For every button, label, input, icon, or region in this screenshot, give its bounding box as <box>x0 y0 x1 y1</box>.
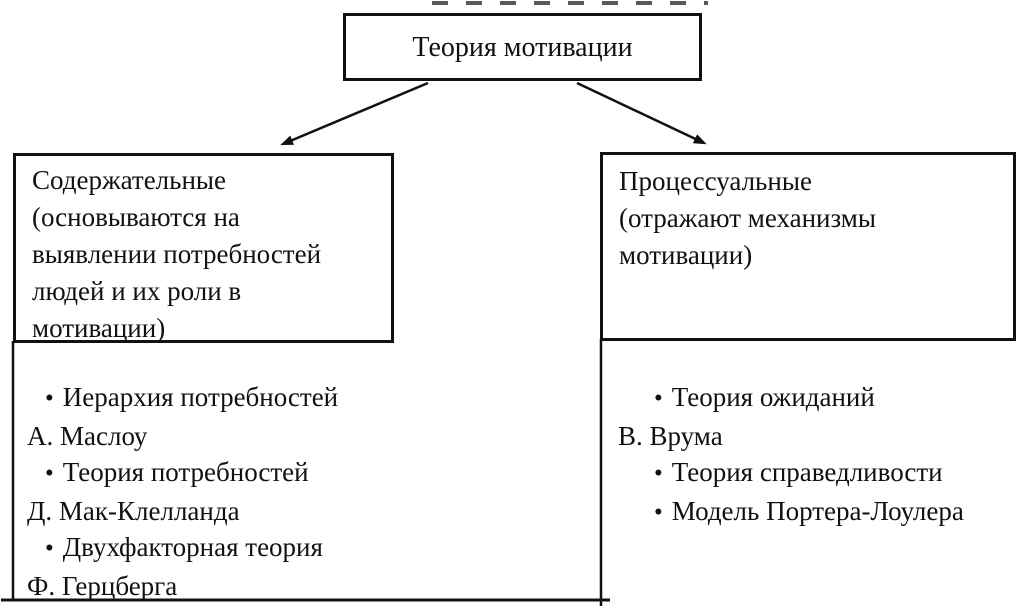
list-item: • Модель Портера-Лоулера <box>618 493 1018 532</box>
list-item: • Иерархия потребностей А. Маслоу <box>27 379 417 454</box>
list-item-author: Д. Мак-Клелланда <box>27 495 240 526</box>
list-item-author: Ф. Герцберга <box>27 570 178 601</box>
left-theories-list: • Иерархия потребностей А. Маслоу • Теор… <box>27 379 417 604</box>
list-item: • Теория ожиданий В. Врума <box>618 379 1018 454</box>
list-item: • Двухфакторная теория Ф. Герцберга <box>27 529 417 604</box>
list-item-author: В. Врума <box>618 420 723 451</box>
bullet-icon: • <box>45 385 54 412</box>
bullet-icon: • <box>654 460 663 487</box>
root-box-label: Теория мотивации <box>412 31 633 63</box>
bullet-icon: • <box>45 460 54 487</box>
list-item: • Теория справедливости <box>618 454 1018 493</box>
left-branch-box: Содержательные (основываются на выявлени… <box>13 153 394 343</box>
arrow-to-right-branch-icon <box>576 81 707 145</box>
list-item: • Теория потребностей Д. Мак-Клелланда <box>27 454 417 529</box>
list-item-title: Модель Портера-Лоулера <box>671 495 964 526</box>
bullet-icon: • <box>45 535 54 562</box>
arrow-to-left-branch-icon <box>280 81 429 146</box>
bullet-icon: • <box>654 385 663 412</box>
scan-artifact <box>432 1 708 5</box>
list-item-author: А. Маслоу <box>27 420 148 451</box>
root-box: Теория мотивации <box>343 13 702 81</box>
list-item-title: Теория ожиданий <box>671 382 875 412</box>
list-item-title: Теория справедливости <box>671 457 943 487</box>
right-branch-box: Процессуальные (отражают механизмы мотив… <box>600 152 1016 341</box>
right-theories-list: • Теория ожиданий В. Врума • Теория спра… <box>618 379 1018 531</box>
bullet-icon: • <box>654 498 663 526</box>
list-item-title: Иерархия потребностей <box>62 382 339 412</box>
list-item-title: Двухфакторная теория <box>62 532 323 562</box>
list-item-title: Теория потребностей <box>62 457 309 487</box>
